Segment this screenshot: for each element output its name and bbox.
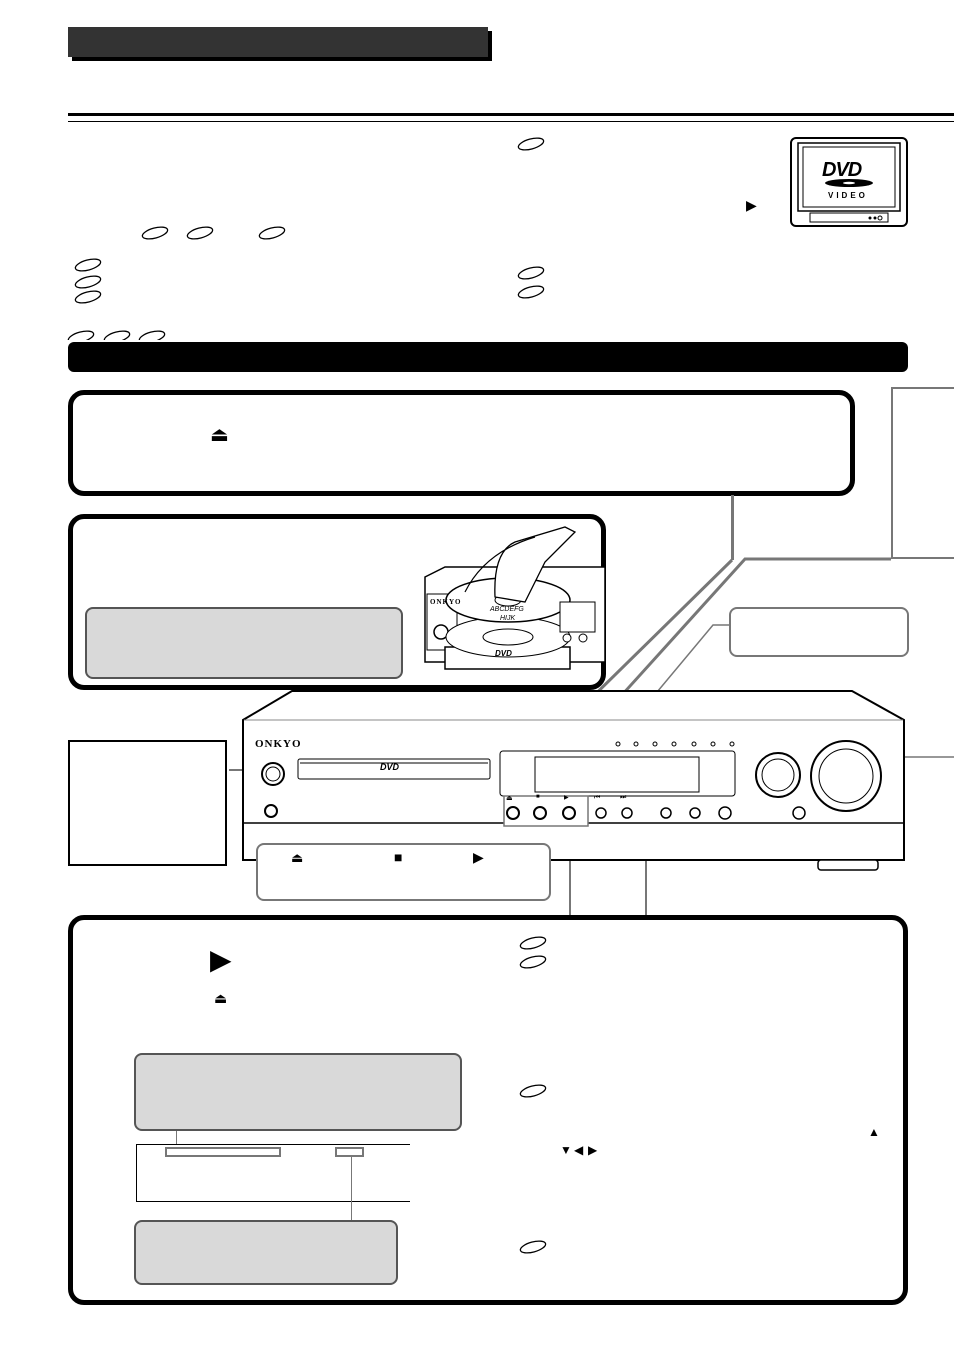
eject-icon-small: ⏏ bbox=[214, 990, 228, 1006]
indicator-callout bbox=[729, 607, 909, 657]
tray-dvd-logo: DVD bbox=[380, 762, 400, 772]
display-segment-single bbox=[335, 1147, 364, 1157]
panel-play-label: ▶ bbox=[564, 795, 569, 801]
play-icon-large: ▶ bbox=[210, 944, 232, 975]
nav-right-icon: ▶ bbox=[588, 1143, 598, 1157]
eject-icon: ⏏ bbox=[210, 424, 229, 446]
display-schematic bbox=[136, 1144, 410, 1202]
note-box-indicator bbox=[134, 1220, 398, 1285]
side-callout-frame bbox=[891, 387, 954, 559]
panel-stop-label: ■ bbox=[536, 794, 540, 800]
play-arrow-icon: ▶ bbox=[746, 197, 757, 213]
dvd-receiver-front-panel: ONKYO DVD ⏏ ■ ▶ ⏮ ⏭ bbox=[242, 690, 906, 875]
leader-line-eject bbox=[731, 495, 734, 560]
power-note-box bbox=[68, 740, 227, 866]
tv-dvd-logo: DVD bbox=[822, 159, 862, 181]
disc-loading-illustration: ONKYO ABCDEFG HIJK DVD bbox=[405, 522, 606, 682]
step-box-start-playback: ▶ ⏏ ▲ ▼ ◀ ▶ bbox=[68, 915, 908, 1305]
page-title-bar bbox=[68, 27, 488, 57]
leader-line-menu bbox=[176, 1131, 177, 1145]
button-legend-box: ⏏ ■ ▶ bbox=[256, 843, 551, 901]
receiver-brand-logo: ONKYO bbox=[255, 738, 302, 750]
legend-stop-icon: ■ bbox=[394, 849, 403, 865]
player-brand-small: ONKYO bbox=[430, 598, 462, 606]
nav-up-icon: ▲ bbox=[868, 1125, 880, 1139]
tray-dvd-logo-small: DVD bbox=[495, 649, 512, 658]
panel-next-label: ⏭ bbox=[620, 794, 627, 801]
header-rule bbox=[68, 113, 954, 116]
step-box-open-tray: ⏏ bbox=[68, 390, 855, 496]
disc-label-line-1: ABCDEFG bbox=[490, 606, 524, 613]
leader-line-indicator bbox=[351, 1156, 352, 1220]
section-header-bar bbox=[68, 342, 908, 372]
tv-video-label: VIDEO bbox=[828, 191, 868, 200]
tv-illustration: DVD VIDEO bbox=[790, 137, 908, 229]
nav-down-icon: ▼ bbox=[560, 1143, 572, 1157]
legend-eject-icon: ⏏ bbox=[291, 850, 304, 865]
panel-prev-label: ⏮ bbox=[594, 794, 601, 801]
display-segment-group bbox=[165, 1147, 281, 1157]
note-box-disc-label bbox=[85, 607, 403, 679]
panel-eject-label: ⏏ bbox=[506, 795, 513, 802]
header-rule-thin bbox=[68, 121, 954, 122]
disc-label-line-2: HIJK bbox=[500, 615, 516, 622]
legend-play-icon: ▶ bbox=[473, 849, 484, 865]
nav-left-icon: ◀ bbox=[574, 1143, 584, 1157]
disc-type-marks-step3 bbox=[519, 936, 547, 1254]
note-box-menu bbox=[134, 1053, 462, 1131]
